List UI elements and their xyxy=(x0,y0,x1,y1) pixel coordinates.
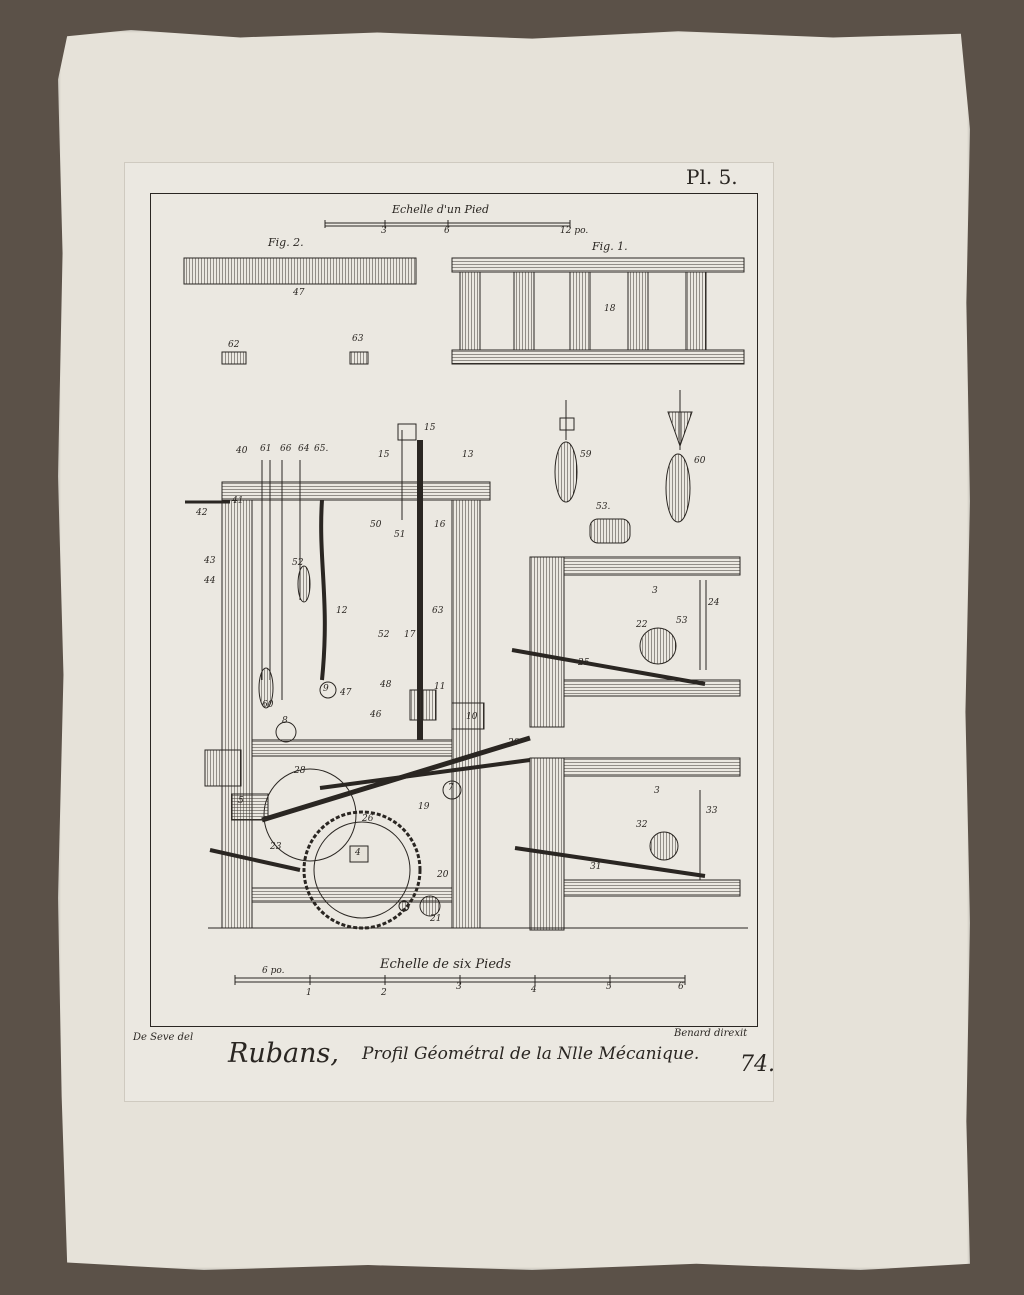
ref-number: 63 xyxy=(352,334,364,344)
ref-number: 3 xyxy=(654,786,660,796)
ref-number: 19 xyxy=(418,802,430,812)
ref-number: 64 xyxy=(298,444,310,454)
ref-number: 10 xyxy=(466,712,478,722)
ref-number: 29 xyxy=(508,738,520,748)
ref-number: 66 xyxy=(280,444,292,454)
scale-bottom-tick: 1 xyxy=(306,988,312,998)
ref-number: 32 xyxy=(636,820,648,830)
ref-number: 46 xyxy=(370,710,382,720)
scale-bottom-bar xyxy=(234,975,686,985)
ref-number: 31 xyxy=(590,862,602,872)
scale-bottom-tick: 4 xyxy=(531,985,537,995)
detail-view-upper xyxy=(511,556,741,728)
ref-number: 62 xyxy=(228,340,240,350)
scale-bottom-tick: 2 xyxy=(381,988,387,998)
ref-number: 11 xyxy=(434,682,446,692)
page-number: 74. xyxy=(740,1052,775,1077)
engraving-frame xyxy=(150,193,758,1027)
ref-number: 7 xyxy=(448,783,454,793)
ref-number: 4 xyxy=(355,848,361,858)
ref-number: 47 xyxy=(340,688,352,698)
scale-bottom-tick: 3 xyxy=(456,982,462,992)
ref-number: 52 xyxy=(378,630,390,640)
fig2-weave-bar xyxy=(183,257,417,285)
ref-number: 28 xyxy=(294,766,306,776)
scale-bottom-tick: 6 xyxy=(678,982,684,992)
ref-number: 18 xyxy=(604,304,616,314)
ref-number: 15 xyxy=(378,450,390,460)
ref-number: 42 xyxy=(196,508,208,518)
ref-number: 48 xyxy=(380,680,392,690)
fig1-label: Fig. 1. xyxy=(592,240,628,253)
ref-number: 16 xyxy=(434,520,446,530)
scale-top-tick: 6 xyxy=(444,226,450,236)
scale-top-tick: 3 xyxy=(381,226,387,236)
scale-bottom-title: Echelle de six Pieds xyxy=(380,957,512,972)
ref-number: 33 xyxy=(706,806,718,816)
ref-number: 61 xyxy=(260,444,272,454)
ref-number: 41 xyxy=(232,496,244,506)
plate-title-sub: Profil Géométral de la Nlle Mécanique. xyxy=(362,1044,700,1064)
fig2-label: Fig. 2. xyxy=(268,236,304,249)
ref-number: 17 xyxy=(404,630,416,640)
ref-number: 51 xyxy=(394,530,406,540)
ref-number: 5 xyxy=(238,796,244,806)
ref-number: 59 xyxy=(580,450,592,460)
ref-number: 44 xyxy=(204,576,216,586)
ref-number: 8 xyxy=(282,716,288,726)
ref-number: 53. xyxy=(596,502,611,512)
ref-number: 12 xyxy=(336,606,348,616)
detail-view-lower xyxy=(514,757,741,931)
ref-number: 60 xyxy=(262,700,274,710)
scale-bottom-tick: 6 po. xyxy=(262,966,285,976)
draughtsman-credit: De Seve del xyxy=(133,1032,194,1043)
ref-number: 47 xyxy=(293,288,305,298)
ref-number: 24 xyxy=(708,598,720,608)
ref-number: 13 xyxy=(462,450,474,460)
bobbins-62-63 xyxy=(221,351,369,365)
ref-number: 22 xyxy=(636,620,648,630)
ref-number: 40 xyxy=(236,446,248,456)
ref-number: 25 xyxy=(578,658,590,668)
ref-number: 26 xyxy=(362,814,374,824)
ref-number: 21 xyxy=(430,914,442,924)
plate-title-main: Rubans, xyxy=(228,1038,339,1069)
ref-number: 9 xyxy=(323,684,329,694)
ref-number: 50 xyxy=(370,520,382,530)
engraver-credit: Benard direxit xyxy=(674,1028,748,1039)
loom-machine xyxy=(185,423,531,930)
ref-number: 23 xyxy=(270,842,282,852)
scale-top-bar xyxy=(324,220,571,228)
ref-number: 43 xyxy=(204,556,216,566)
fig1-ladder-frame xyxy=(451,257,745,365)
ref-number: 63 xyxy=(432,606,444,616)
ref-number: 15 xyxy=(424,423,436,433)
ref-number: 52 xyxy=(292,558,304,568)
scale-bottom-tick: 5 xyxy=(606,982,612,992)
scale-top-tick: 12 po. xyxy=(560,226,589,236)
ref-number: 20 xyxy=(437,870,449,880)
ref-number: 53 xyxy=(676,616,688,626)
ref-number: 3 xyxy=(652,586,658,596)
ref-number: 60 xyxy=(694,456,706,466)
plate-number: Pl. 5. xyxy=(686,165,738,189)
ref-number: 65. xyxy=(314,444,329,454)
weights-59-60 xyxy=(554,390,693,544)
scale-top-title: Echelle d'un Pied xyxy=(392,203,490,216)
